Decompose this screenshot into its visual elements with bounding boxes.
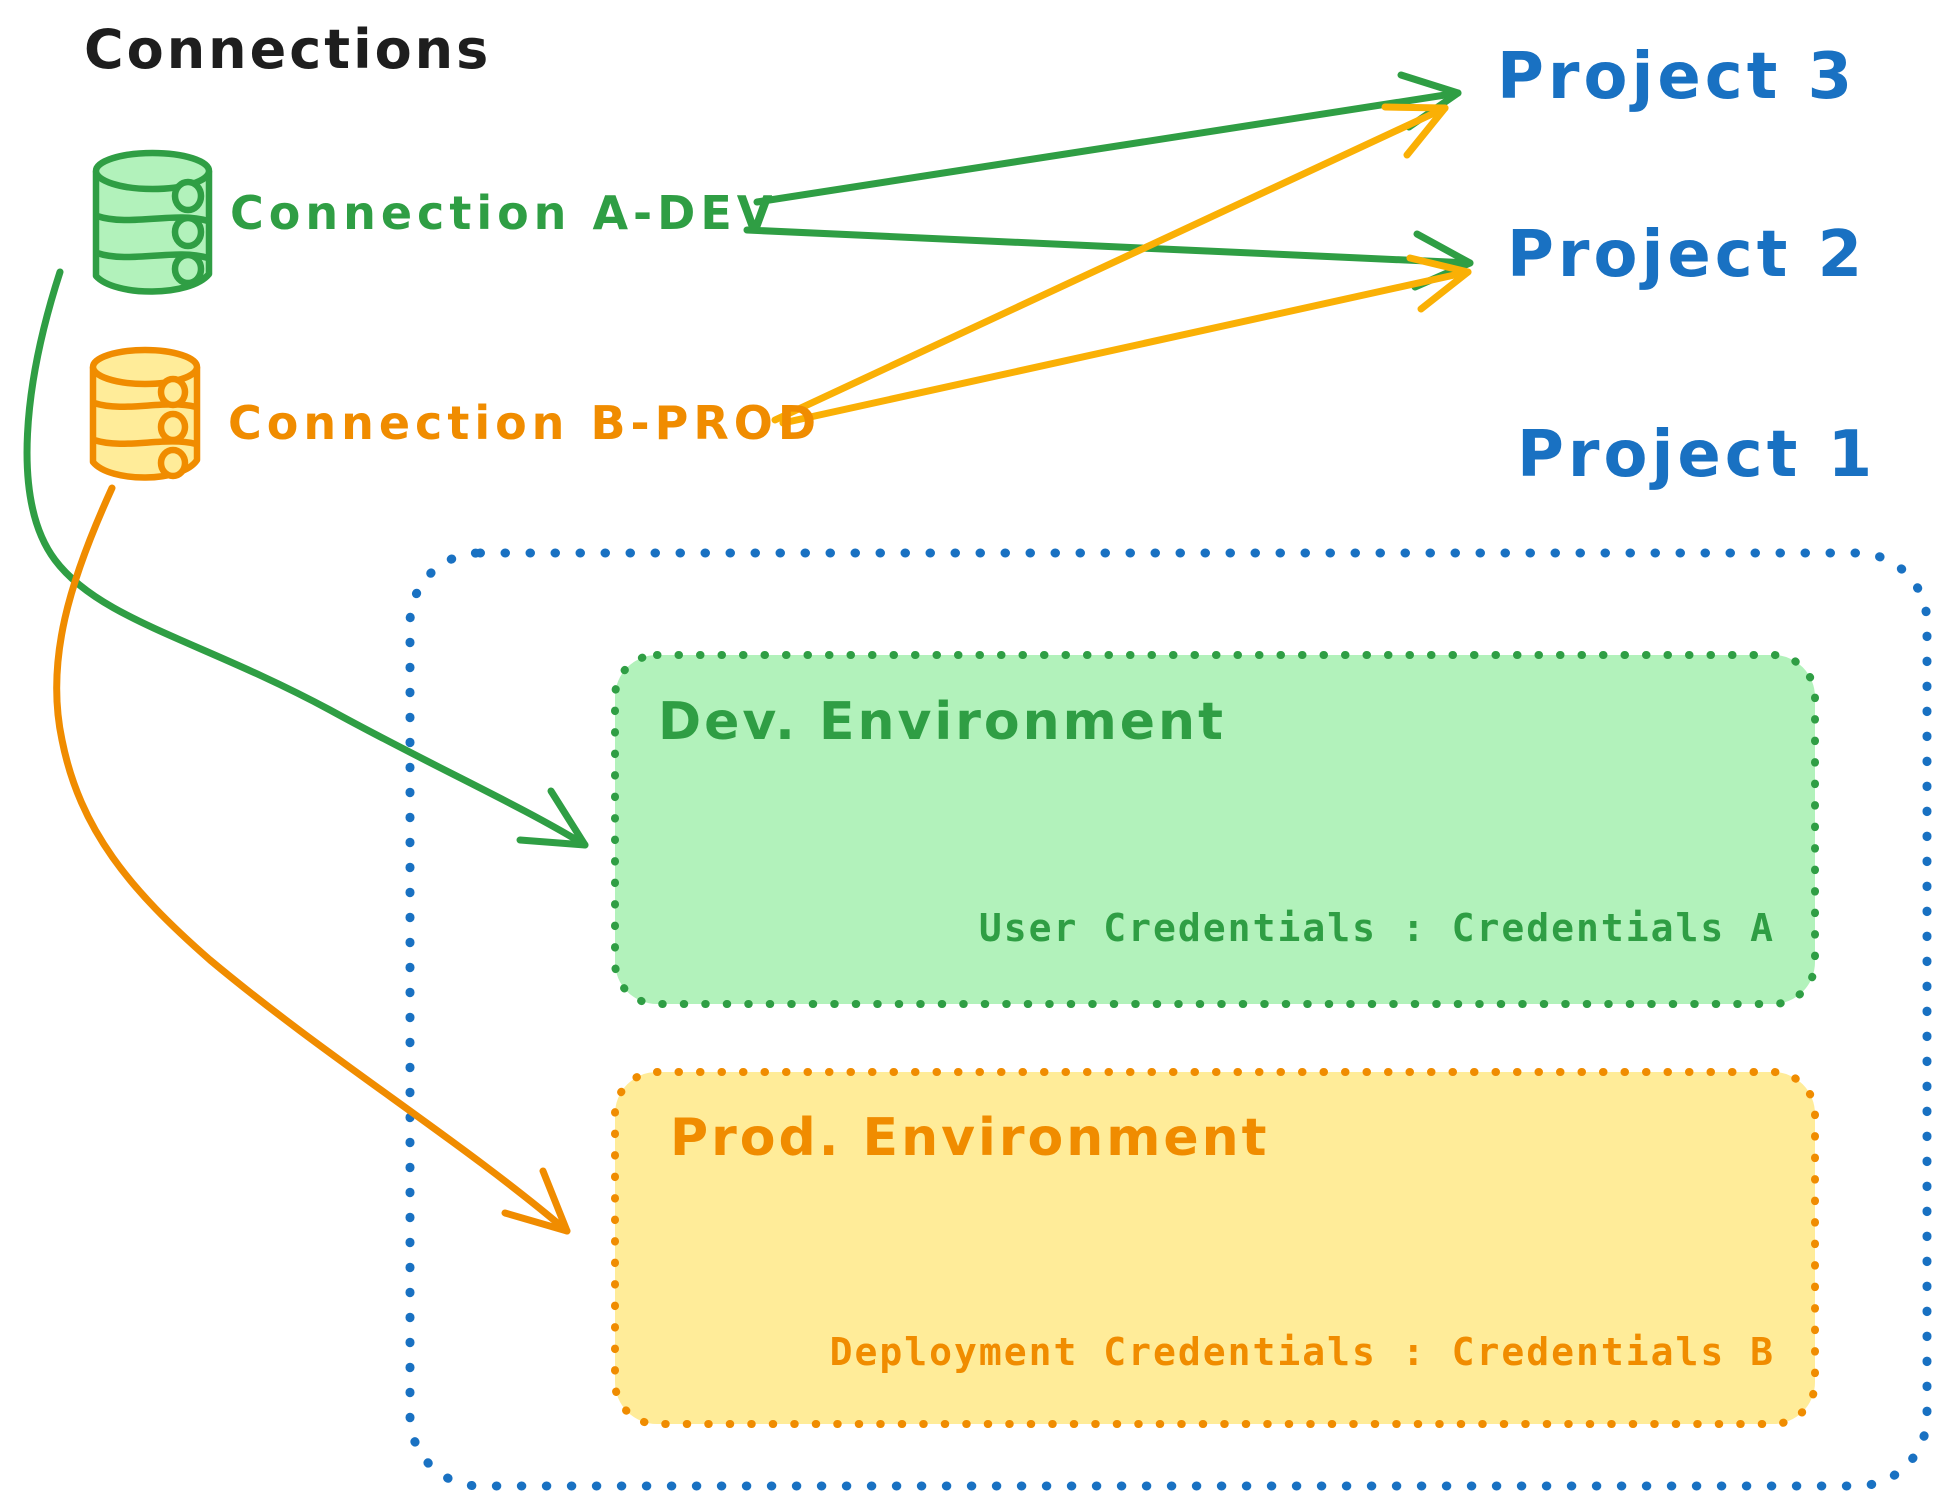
project-2-label: Project 2 [1507, 218, 1867, 292]
prod-environment-title: Prod. Environment [670, 1108, 1270, 1168]
diagram-title: Connections [84, 18, 492, 81]
arrow-adev-to-dev-environment [23, 268, 589, 849]
project-1-label: Project 1 [1517, 418, 1877, 492]
dev-environment-title: Dev. Environment [658, 692, 1226, 752]
prod-environment-box [611, 1068, 1819, 1428]
arrow-bprod-to-prod-environment [53, 484, 571, 1235]
project-3-label: Project 3 [1497, 40, 1857, 114]
database-icon [92, 149, 213, 295]
connection-a-dev-label: Connection A-DEV [230, 186, 778, 240]
project1-container-box [405, 548, 1932, 1491]
dev-environment-credentials: User Credentials : Credentials A [978, 906, 1775, 950]
connection-b-prod-label: Connection B-PROD [228, 396, 822, 450]
database-icon [89, 346, 201, 481]
arrow-bprod-to-project3 [771, 103, 1449, 424]
arrow-adev-to-project3 [753, 71, 1462, 206]
arrow-bprod-to-project2 [779, 254, 1472, 427]
prod-environment-credentials: Deployment Credentials : Credentials B [829, 1330, 1775, 1374]
arrow-adev-to-project2 [743, 226, 1474, 291]
dev-environment-box [611, 651, 1819, 1008]
